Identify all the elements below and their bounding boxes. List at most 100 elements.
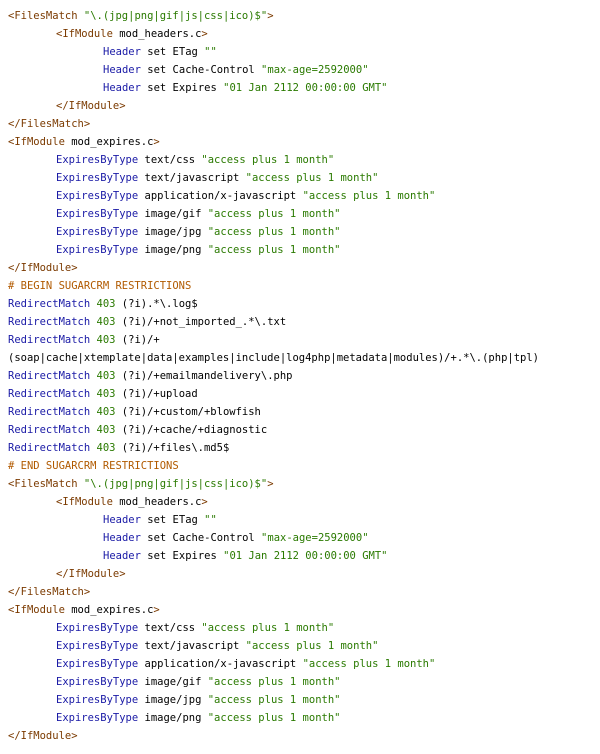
code-tag: > [201, 28, 208, 40]
code-string: "access plus 1 month" [207, 208, 341, 220]
code-text: mod_expires.c [64, 136, 154, 148]
code-string: "\.(jpg|png|gif|js|css|ico)$" [83, 10, 268, 22]
code-string: "access plus 1 month" [245, 172, 379, 184]
code-line: Header set Expires "01 Jan 2112 00:00:00… [8, 547, 600, 565]
code-string: "access plus 1 month" [207, 694, 341, 706]
code-string: "max-age=2592000" [261, 532, 369, 544]
code-tag: <IfModule [8, 136, 65, 148]
code-text: (?i)/+files\.md5$ [115, 442, 230, 454]
code-line: </IfModule> [8, 565, 600, 583]
code-text: (?i)/+cache/+diagnostic [115, 424, 268, 436]
code-line: ExpiresByType image/png "access plus 1 m… [8, 709, 600, 727]
code-string: "access plus 1 month" [302, 658, 436, 670]
code-text: set Cache-Control [140, 64, 262, 76]
code-text: set Cache-Control [140, 532, 262, 544]
code-line: ExpiresByType application/x-javascript "… [8, 655, 600, 673]
code-comment: # END SUGARCRM RESTRICTIONS [8, 460, 179, 472]
code-keyword: RedirectMatch [8, 316, 91, 328]
code-comment: # BEGIN SUGARCRM RESTRICTIONS [8, 280, 192, 292]
code-text: image/jpg [138, 694, 208, 706]
code-line: RedirectMatch 403 (?i)/+not_imported_.*\… [8, 313, 600, 331]
code-keyword: Header [103, 64, 141, 76]
code-keyword: Header [103, 532, 141, 544]
code-line: ExpiresByType image/png "access plus 1 m… [8, 241, 600, 259]
code-text: mod_expires.c [64, 604, 154, 616]
code-line: RedirectMatch 403 (?i)/+emailmandelivery… [8, 367, 600, 385]
code-text: (?i)/+custom/+blowfish [115, 406, 261, 418]
code-line: RedirectMatch 403 (?i)/+upload [8, 385, 600, 403]
code-keyword: RedirectMatch [8, 406, 91, 418]
code-text: (?i).*\.log$ [115, 298, 198, 310]
code-keyword: ExpiresByType [56, 190, 139, 202]
code-string: "access plus 1 month" [207, 712, 341, 724]
code-line: Header set Cache-Control "max-age=259200… [8, 529, 600, 547]
code-tag: </FilesMatch> [8, 118, 91, 130]
code-line: ExpiresByType text/javascript "access pl… [8, 169, 600, 187]
code-text: application/x-javascript [138, 658, 303, 670]
code-keyword: ExpiresByType [56, 694, 139, 706]
code-text: text/javascript [138, 640, 246, 652]
code-text: application/x-javascript [138, 190, 303, 202]
code-string: "access plus 1 month" [201, 622, 335, 634]
code-line: Header set ETag "" [8, 43, 600, 61]
code-text: image/png [138, 244, 208, 256]
code-line: # END SUGARCRM RESTRICTIONS [8, 457, 600, 475]
code-string: "max-age=2592000" [261, 64, 369, 76]
code-tag: </FilesMatch> [8, 586, 91, 598]
code-keyword: ExpiresByType [56, 676, 139, 688]
code-line: ExpiresByType text/css "access plus 1 mo… [8, 151, 600, 169]
code-text: (soap|cache|xtemplate|data|examples|incl… [8, 352, 540, 364]
code-line: (soap|cache|xtemplate|data|examples|incl… [8, 349, 600, 367]
code-tag: <FilesMatch [8, 478, 78, 490]
code-line: RedirectMatch 403 (?i)/+ [8, 331, 600, 349]
code-string: "" [204, 46, 217, 58]
code-keyword: RedirectMatch [8, 388, 91, 400]
code-keyword: RedirectMatch [8, 442, 91, 454]
code-line: RedirectMatch 403 (?i)/+files\.md5$ [8, 439, 600, 457]
code-text: text/css [138, 622, 202, 634]
code-tag: <IfModule [56, 496, 113, 508]
code-line: ExpiresByType application/x-javascript "… [8, 187, 600, 205]
code-keyword: ExpiresByType [56, 208, 139, 220]
code-line: RedirectMatch 403 (?i)/+custom/+blowfish [8, 403, 600, 421]
code-keyword: ExpiresByType [56, 658, 139, 670]
code-text: mod_headers.c [112, 28, 202, 40]
code-line: RedirectMatch 403 (?i).*\.log$ [8, 295, 600, 313]
code-line: ExpiresByType image/jpg "access plus 1 m… [8, 691, 600, 709]
code-string: "access plus 1 month" [201, 154, 335, 166]
code-line: <IfModule mod_expires.c> [8, 601, 600, 619]
code-line: <IfModule mod_expires.c> [8, 133, 600, 151]
code-tag: > [153, 136, 160, 148]
code-line: ExpiresByType text/javascript "access pl… [8, 637, 600, 655]
code-line: </IfModule> [8, 259, 600, 277]
code-keyword: RedirectMatch [8, 370, 91, 382]
code-number: 403 [96, 370, 116, 382]
code-tag: <IfModule [8, 604, 65, 616]
code-string: "access plus 1 month" [207, 244, 341, 256]
code-tag: </IfModule> [56, 100, 126, 112]
code-line: <IfModule mod_headers.c> [8, 25, 600, 43]
code-text: set Expires [140, 82, 224, 94]
code-number: 403 [96, 406, 116, 418]
code-keyword: Header [103, 514, 141, 526]
code-keyword: RedirectMatch [8, 334, 91, 346]
code-keyword: ExpiresByType [56, 226, 139, 238]
code-keyword: Header [103, 46, 141, 58]
code-number: 403 [96, 442, 116, 454]
code-tag: > [201, 496, 208, 508]
code-number: 403 [96, 388, 116, 400]
code-number: 403 [96, 298, 116, 310]
code-text: image/jpg [138, 226, 208, 238]
code-line: <FilesMatch "\.(jpg|png|gif|js|css|ico)$… [8, 475, 600, 493]
code-keyword: ExpiresByType [56, 622, 139, 634]
code-text: (?i)/+ [115, 334, 160, 346]
code-text: text/css [138, 154, 202, 166]
code-line: Header set Expires "01 Jan 2112 00:00:00… [8, 79, 600, 97]
code-tag: </IfModule> [56, 568, 126, 580]
code-text: set Expires [140, 550, 224, 562]
code-line: Header set Cache-Control "max-age=259200… [8, 61, 600, 79]
code-string: "\.(jpg|png|gif|js|css|ico)$" [83, 478, 268, 490]
code-text: image/png [138, 712, 208, 724]
code-line: RedirectMatch 403 (?i)/+cache/+diagnosti… [8, 421, 600, 439]
